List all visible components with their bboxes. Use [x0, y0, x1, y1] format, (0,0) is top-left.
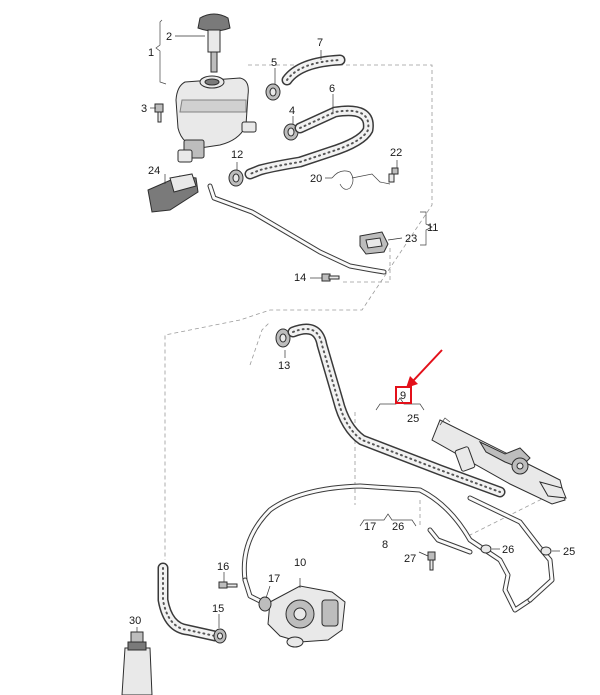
callout-14: 14	[294, 272, 306, 284]
reservoir	[175, 75, 257, 163]
callout-30: 30	[129, 615, 141, 627]
bolt-27	[427, 551, 436, 571]
callout-25-top: 25	[407, 413, 419, 425]
callout-9: 9	[400, 390, 406, 402]
bolt-3	[154, 103, 164, 123]
highlight-box	[395, 386, 412, 404]
pipes	[207, 183, 555, 613]
callout-16: 16	[217, 561, 229, 573]
seals	[480, 544, 552, 556]
callout-22: 22	[390, 147, 402, 159]
seal-26	[480, 544, 492, 554]
leader-lines	[136, 35, 560, 632]
highlighted-callout: 9	[395, 349, 443, 404]
clamp-5	[265, 83, 281, 101]
callout-2: 2	[166, 31, 172, 43]
bolt-22	[388, 167, 399, 183]
clamp-12	[228, 169, 244, 187]
callout-13: 13	[278, 360, 290, 372]
callout-17-top: 17	[364, 521, 376, 533]
bracket-24	[147, 173, 199, 213]
bolt-16	[218, 581, 238, 589]
callout-17: 17	[268, 573, 280, 585]
highlight-arrow	[411, 349, 443, 383]
callout-8: 8	[382, 539, 388, 551]
seal-25	[540, 546, 552, 556]
callout-1: 1	[148, 47, 154, 59]
power-steering-pump	[258, 585, 346, 648]
clamps	[228, 83, 299, 348]
highlight-arrowhead	[406, 376, 418, 388]
callout-23: 23	[405, 233, 417, 245]
callout-26: 26	[502, 544, 514, 556]
callout-12: 12	[231, 149, 243, 161]
callout-15: 15	[212, 603, 224, 615]
callout-26-top: 26	[392, 521, 404, 533]
bracket-23	[359, 231, 389, 255]
callout-6: 6	[329, 83, 335, 95]
callout-7: 7	[317, 37, 323, 49]
callout-3: 3	[141, 103, 147, 115]
callout-24: 24	[148, 165, 160, 177]
clip-20	[331, 170, 391, 190]
callouts: 1 2 3 4 5 6 7 11 12 20 22 23 24 14 13 25…	[129, 31, 575, 627]
hoses	[157, 54, 506, 642]
callout-25: 25	[563, 546, 575, 558]
oil-bottle	[121, 631, 153, 695]
group-brackets	[155, 19, 433, 527]
reservoir-cap	[197, 13, 231, 73]
clamp-15	[213, 628, 227, 644]
callout-27: 27	[404, 553, 416, 565]
bolt-14	[321, 273, 340, 282]
callout-5: 5	[271, 57, 277, 69]
steering-rack	[431, 417, 567, 505]
callout-20: 20	[310, 173, 322, 185]
callout-10: 10	[294, 557, 306, 569]
callout-4: 4	[289, 105, 295, 117]
clamp-13	[275, 328, 291, 348]
callout-11: 11	[427, 222, 438, 234]
